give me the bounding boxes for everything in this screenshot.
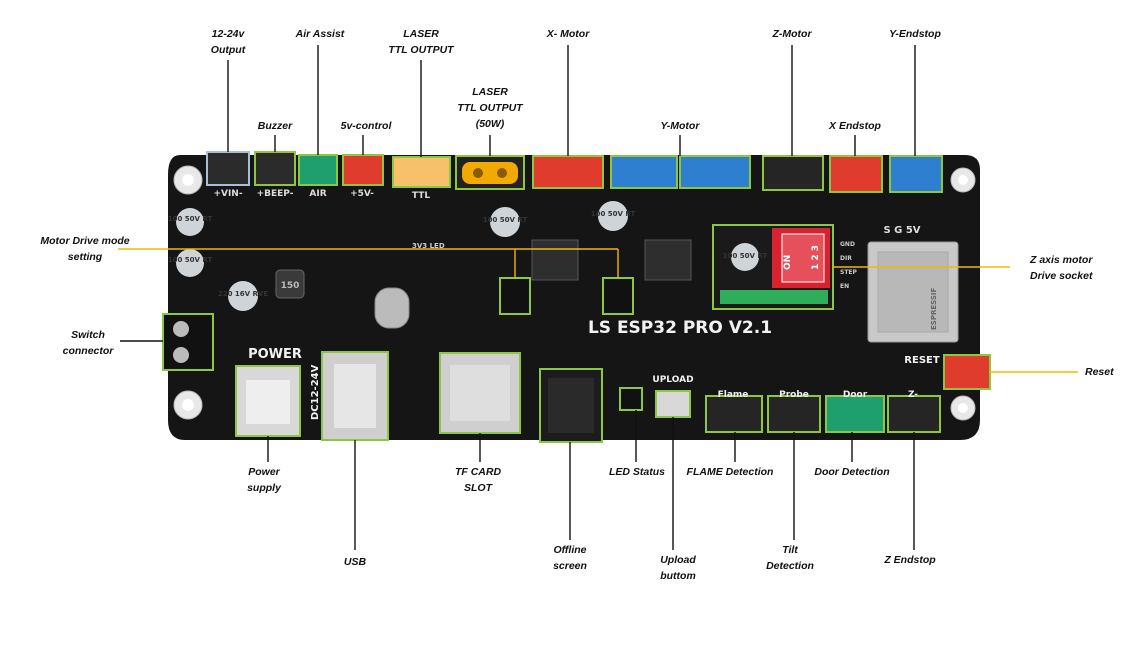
label-y-endstop: Y-Endstop (889, 28, 941, 40)
heatsink-1 (531, 239, 579, 281)
y-endstop-connector (889, 155, 943, 193)
svg-text:Flame: Flame (718, 390, 749, 400)
label-x-endstop: X Endstop (829, 120, 881, 132)
label-motor-drive-mode: Motor Drive mode setting (40, 235, 130, 263)
beep-connector (254, 151, 296, 186)
svg-text:150: 150 (281, 281, 300, 291)
inductor (275, 269, 305, 299)
svg-text:100 50V RT: 100 50V RT (591, 210, 636, 218)
svg-text:STEP: STEP (840, 269, 858, 276)
svg-text:Door: Door (843, 390, 868, 400)
svg-text:Probe: Probe (779, 390, 809, 400)
svg-text:GND: GND (840, 241, 855, 248)
vin-silk: +VIN- (213, 189, 242, 199)
label-tf-card: TF CARD SLOT (454, 466, 502, 494)
label-air-assist: Air Assist (295, 28, 345, 40)
5v-connector (342, 154, 384, 186)
svg-text:220 16V RVE: 220 16V RVE (218, 290, 268, 298)
ttl-silk: TTL (412, 191, 430, 201)
svg-text:100 50V RT: 100 50V RT (723, 252, 768, 260)
y-motor-connector-2 (679, 155, 751, 189)
label-door-detection: Door Detection (814, 466, 890, 478)
svg-text:100 50V RT: 100 50V RT (483, 216, 528, 224)
label-12-24v-output: 12-24v Output (210, 28, 246, 56)
5v-silk: +5V- (350, 189, 374, 199)
dc-silk: DC12-24V (310, 364, 321, 420)
svg-text:1 2 3: 1 2 3 (811, 245, 821, 270)
led-status (619, 387, 643, 411)
capacitor-2 (176, 249, 204, 277)
label-y-motor: Y-Motor (660, 120, 700, 132)
switch-connector (162, 313, 214, 371)
x-motor-connector (532, 155, 604, 189)
svg-text:DIR: DIR (840, 255, 852, 262)
label-led-status: LED Status (608, 466, 666, 478)
svg-text:100 50V RT: 100 50V RT (168, 215, 213, 223)
label-z-endstop: Z Endstop (884, 554, 936, 566)
svg-text:Z-: Z- (908, 390, 918, 400)
x-endstop-connector (829, 155, 883, 193)
label-z-axis-socket: Z axis motor Drive socket (1030, 254, 1093, 282)
label-upload-button: Upload buttom (660, 554, 696, 582)
upload-silk: UPLOAD (652, 375, 693, 385)
vin-connector (206, 151, 250, 186)
capacitor-1 (176, 208, 204, 236)
motor-drive-jumper-1 (499, 277, 531, 315)
sg5v-silk: S G 5V (883, 225, 920, 236)
label-power-supply: Power supply (247, 466, 281, 494)
capacitor-5 (598, 201, 628, 231)
svg-text:ESPRESSIF: ESPRESSIF (930, 288, 938, 330)
label-offline-screen: Offline screen (553, 544, 587, 572)
reset-connector (943, 354, 991, 390)
heatsink-2 (644, 239, 692, 281)
label-buzzer: Buzzer (257, 120, 293, 132)
label-x-motor: X- Motor (546, 28, 590, 40)
label-z-motor: Z-Motor (772, 28, 812, 40)
label-usb: USB (343, 556, 367, 568)
ttl-connector (392, 156, 451, 188)
svg-text:ON: ON (783, 255, 793, 270)
y-motor-connector-1 (610, 155, 678, 189)
flame-connector (705, 395, 763, 433)
dip-switch (781, 233, 825, 283)
z-endstop-connector (887, 395, 941, 433)
board-title: LS ESP32 PRO V2.1 (588, 318, 772, 338)
reset-silk: RESET (904, 355, 940, 366)
capacitor-4 (490, 207, 520, 237)
air-silk: AIR (309, 189, 326, 199)
label-tilt-detection: Tilt Detection (766, 544, 814, 572)
svg-text:100 50V RT: 100 50V RT (168, 256, 213, 264)
probe-connector (767, 395, 821, 433)
door-connector (825, 395, 885, 433)
label-reset: Reset (1085, 366, 1114, 378)
power-silk: POWER (248, 347, 302, 362)
leader-lines (120, 45, 916, 550)
capacitor-3 (228, 281, 258, 311)
3v3-led-silk: 3V3 LED (412, 242, 445, 250)
svg-text:EN: EN (840, 283, 849, 290)
label-laser-ttl: LASER TTL OUTPUT (388, 28, 454, 56)
upload-button-part (655, 390, 691, 418)
beep-silk: +BEEP- (257, 189, 294, 199)
label-laser-ttl-50w: LASER TTL OUTPUT (50W) (457, 86, 523, 130)
air-connector (298, 154, 338, 186)
crystal (374, 287, 410, 329)
label-5v-control: 5v-control (340, 120, 392, 132)
label-switch-connector: Switch connector (62, 329, 114, 357)
motor-drive-jumper-2 (602, 277, 634, 315)
label-flame-detection: FLAME Detection (686, 466, 774, 478)
z-motor-connector (762, 155, 824, 191)
yellow-leader-lines (118, 248, 1078, 373)
